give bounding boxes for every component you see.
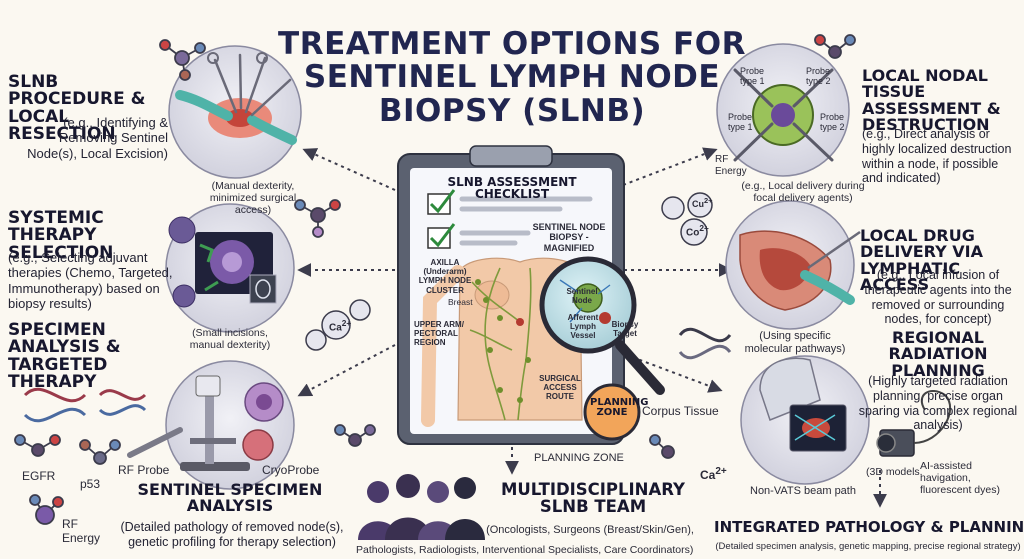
- local-drug-illustration: [725, 200, 861, 330]
- probe-type1-label-a: Probe type 1: [740, 66, 765, 87]
- slnb-procedure-title: SLNB PROCEDURE & LOCAL RESECTION: [8, 72, 146, 144]
- probe-type1-label-b: Probe type 1: [728, 112, 753, 133]
- beam-path-label: Non-VATS beam path: [750, 485, 856, 497]
- radiation-illustration: [740, 355, 952, 485]
- rf-probe-label: RF Probe: [118, 463, 170, 477]
- upper-arm-label: UPPER ARM/ PECTORAL REGION: [414, 320, 464, 348]
- local-nodal-desc: (e.g., Direct analysis or highly localiz…: [862, 127, 1012, 186]
- arrow-to-slnb-procedure: [302, 148, 396, 191]
- dna-helix-left: [23, 387, 147, 423]
- co-ion-label: Co2+: [686, 223, 709, 239]
- sentinel-specimen-title: SENTINEL SPECIMEN ANALYSIS: [137, 480, 323, 516]
- planning-zone-badge: PLANNING ZONE: [590, 397, 649, 419]
- systemic-therapy-desc: (e.g., Selecting adjuvant therapies (Che…: [8, 250, 173, 311]
- checklist-title: SLNB ASSESSMENT CHECKLIST: [447, 175, 577, 202]
- surgical-route-label: SURGICAL ACCESS ROUTE: [539, 374, 581, 402]
- magnified-label: SENTINEL NODE BIOPSY - MAGNIFIED: [532, 222, 606, 253]
- slnb-procedure-illustration: [168, 45, 302, 179]
- team-figures: [358, 474, 485, 540]
- slnb-procedure-desc: (e.g., Identifying & Removing Sentinel N…: [27, 115, 168, 161]
- cryo-probe-label: CryoProbe: [262, 463, 320, 477]
- probe-type2-label-b: Probe type 2: [820, 112, 845, 133]
- breast-label: Breast: [448, 297, 473, 307]
- probe-type2-label-a: Probe type 2: [806, 66, 831, 87]
- integrated-title: INTEGRATED PATHOLOGY & PLANNING: [714, 518, 1024, 536]
- planning-zone-caption: PLANNING ZONE: [534, 452, 624, 464]
- ca-ion-label-right: Ca2+: [700, 466, 727, 482]
- slnb-procedure-note: (Manual dexterity, minimized surgical ac…: [209, 180, 297, 217]
- team-title: MULTIDISCIPLINARY SLNB TEAM: [500, 480, 686, 516]
- local-nodal-illustration: [716, 43, 850, 177]
- rf-energy-label: RF Energy: [715, 154, 747, 177]
- p53-label: p53: [80, 477, 101, 491]
- systemic-therapy-illustration: [165, 203, 295, 333]
- arrow-to-local-nodal: [609, 147, 718, 191]
- sentinel-node-label: Sentinel Node: [566, 287, 598, 306]
- integrated-desc: (Detailed specimen analysis, genetic map…: [715, 541, 1021, 552]
- axilla-label: AXILLA (Underarm) LYMPH NODE CLUSTER: [418, 258, 472, 295]
- page-title: TREATMENT OPTIONS FOR SENTINEL LYMPH NOD…: [278, 26, 746, 129]
- radiation-title: REGIONAL RADIATION PLANNING: [888, 328, 988, 380]
- team-desc-2: Pathologists, Radiologists, Intervention…: [356, 544, 694, 556]
- radiation-note-ai: AI-assisted navigation, fluorescent dyes…: [920, 460, 1000, 497]
- afferent-label: Afferent Lymph Vessel: [567, 313, 599, 341]
- clipboard-illustration: [397, 145, 665, 445]
- local-nodal-title: LOCAL NODAL TISSUE ASSESSMENT & DESTRUCT…: [862, 66, 1001, 134]
- systemic-therapy-note: (Small incisions, manual dexterity): [189, 327, 271, 352]
- arrow-to-specimen: [297, 344, 396, 397]
- specimen-microscope-illustration: [127, 360, 295, 490]
- cu-ion-label: Cu2+: [692, 196, 713, 209]
- rf-energy-molecule-label: RF Energy: [62, 517, 101, 545]
- molecule-decorations: [14, 34, 856, 525]
- local-drug-title: LOCAL DRUG DELIVERY VIA LYMPHATIC ACCESS: [860, 226, 983, 294]
- radiation-note-3d: (3D models,: [866, 466, 923, 478]
- ca-ion-label: Ca2+: [329, 318, 352, 334]
- team-desc-1: (Oncologists, Surgeons (Breast/Skin/Gen)…: [486, 524, 694, 536]
- systemic-therapy-title: SYSTEMIC THERAPY SELECTION: [8, 208, 114, 263]
- radiation-desc: (Highly targeted radiation planning, pre…: [858, 374, 1018, 433]
- dna-helix-right: [678, 327, 732, 360]
- egfr-label: EGFR: [22, 469, 56, 483]
- sentinel-specimen-desc: (Detailed pathology of removed node(s), …: [120, 520, 344, 549]
- specimen-analysis-title: SPECIMEN ANALYSIS & TARGETED THERAPY: [8, 320, 121, 392]
- biopsy-target-label: Biopsy Target: [611, 320, 639, 339]
- local-nodal-note: (e.g., Local delivery during focal deliv…: [741, 180, 865, 205]
- corpus-tissue-label: Corpus Tissue: [642, 404, 719, 418]
- local-drug-desc: (e.g., Local infusion of therapeutic age…: [864, 268, 1012, 327]
- ion-bubbles: [305, 192, 713, 351]
- local-drug-note: (Using specific molecular pathways): [744, 330, 846, 355]
